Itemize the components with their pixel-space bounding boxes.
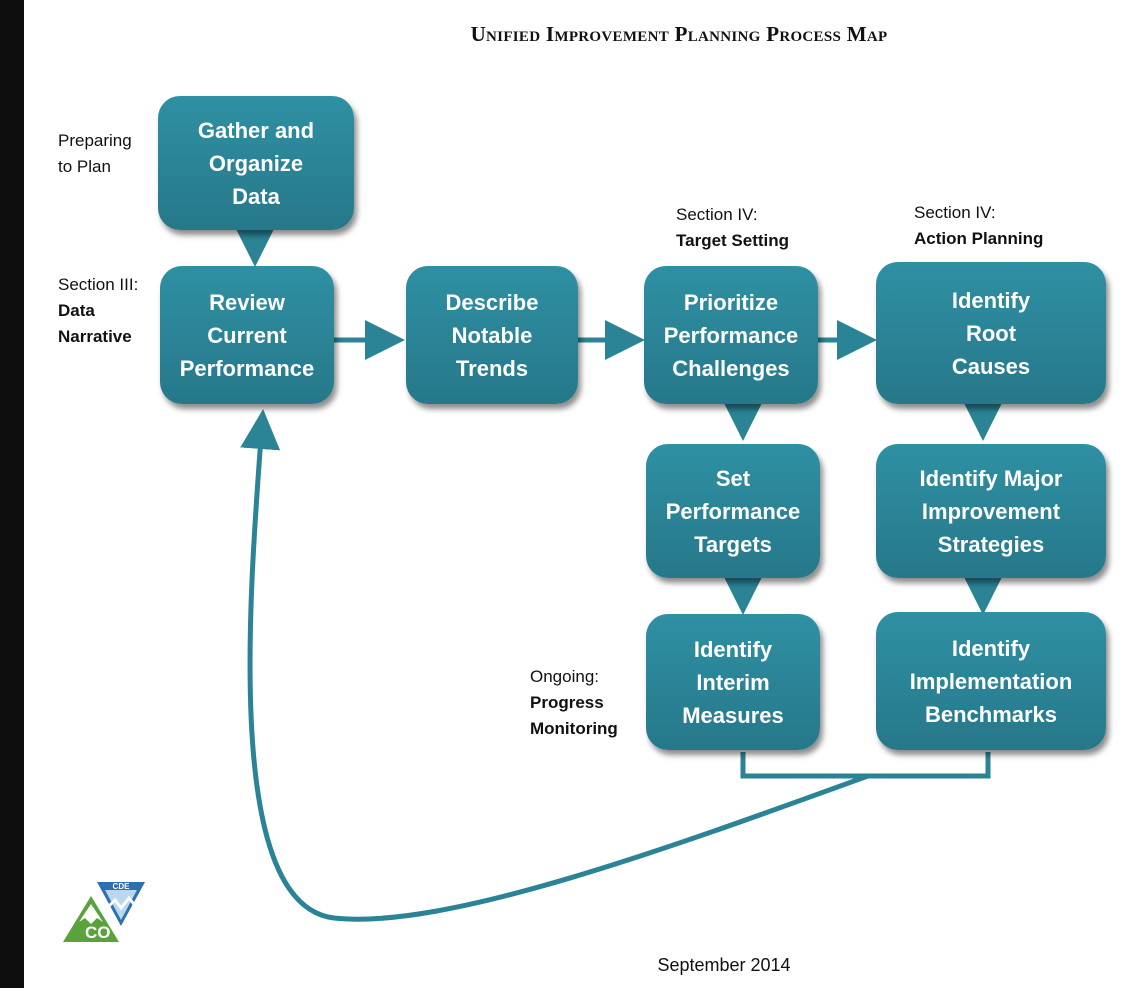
identify-interim-measures-box: Identify Interim Measures (646, 614, 820, 750)
footer-date: September 2014 (657, 955, 791, 975)
feedback-loop-arrow (240, 409, 869, 922)
logo-co-text: CO (85, 923, 111, 942)
cde-logo: CDE CO (63, 882, 145, 942)
ongoing-subheading: Progress Monitoring (530, 693, 618, 738)
action-planning-heading: Section IV: (914, 203, 996, 222)
gather-organize-data-box: Gather and Organize Data (158, 96, 354, 230)
section-3-label: Section III: Data Narrative (58, 272, 138, 350)
review-current-performance-box: Review Current Performance (160, 266, 334, 404)
gather-organize-data-text: Gather and Organize Data (197, 117, 315, 209)
describe-notable-trends-box: Describe Notable Trends (406, 266, 578, 404)
connectors (235, 227, 1003, 922)
prioritize-challenges-text: Prioritize Performance Challenges (663, 289, 799, 381)
preparing-to-plan-label: Preparing to Plan (58, 128, 132, 180)
diagram-slide: Unified Improvement Planning Process Map… (24, 0, 1137, 988)
logo-cde-text: CDE (113, 882, 131, 891)
target-setting-heading: Section IV: (676, 205, 758, 224)
action-planning-subheading: Action Planning (914, 229, 1044, 248)
identify-root-causes-text: Identify Root Causes (951, 287, 1031, 379)
set-performance-targets-text: Set Performance Targets (665, 465, 801, 557)
identify-benchmarks-box: Identify Implementation Benchmarks (876, 612, 1106, 750)
identify-root-causes-box: Identify Root Causes (876, 262, 1106, 404)
identify-major-strategies-text: Identify Major Improvement Strategies (919, 465, 1063, 557)
ongoing-heading: Ongoing: (530, 667, 599, 686)
target-setting-subheading: Target Setting (676, 231, 790, 250)
page-title: Unified Improvement Planning Process Map (470, 22, 888, 46)
target-setting-label: Section IV: Target Setting (676, 202, 789, 254)
preparing-to-plan-text: Preparing to Plan (58, 131, 132, 176)
describe-notable-trends-text: Describe Notable Trends (445, 289, 539, 381)
ongoing-label: Ongoing: Progress Monitoring (530, 664, 618, 742)
review-current-performance-text: Review Current Performance (179, 289, 315, 381)
action-planning-label: Section IV: Action Planning (914, 200, 1043, 252)
identify-benchmarks-text: Identify Implementation Benchmarks (909, 635, 1073, 727)
identify-major-strategies-box: Identify Major Improvement Strategies (876, 444, 1106, 578)
identify-interim-measures-text: Identify Interim Measures (682, 636, 784, 728)
prioritize-challenges-box: Prioritize Performance Challenges (644, 266, 818, 404)
section-3-subheading: Data Narrative (58, 301, 132, 346)
monitoring-bracket (740, 752, 991, 779)
set-performance-targets-box: Set Performance Targets (646, 444, 820, 578)
section-3-heading: Section III: (58, 275, 139, 294)
